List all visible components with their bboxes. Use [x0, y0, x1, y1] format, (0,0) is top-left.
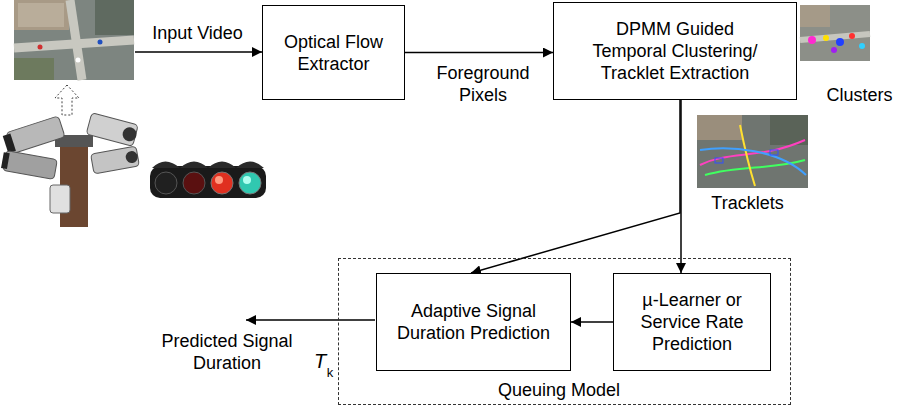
edge-label: Foreground Pixels: [416, 62, 550, 106]
node-text: Queuing Model: [339, 379, 779, 401]
traffic-light: [150, 162, 266, 199]
process-box: DPMM Guided Temporal Clustering/ Trackle…: [553, 2, 797, 100]
output-label: Predicted Signal Duration: [143, 330, 311, 374]
group-region: Queuing Model Adaptive Signal Duration Pr…: [338, 258, 791, 405]
image-caption: Tracklets: [700, 192, 795, 214]
clusters-thumbnail: [800, 5, 870, 61]
output-arrow: [246, 319, 375, 321]
arrow-label: Input Video: [135, 22, 260, 44]
flow-arrow: [471, 100, 680, 273]
flow-arrow: [405, 52, 553, 54]
math-symbol: T: [312, 350, 328, 372]
upload-arrow: [55, 85, 79, 115]
node-text: µ-Learner or Service Rate Prediction: [618, 289, 766, 355]
process-box: Optical Flow Extractor: [262, 5, 405, 100]
process-box: µ-Learner or Service Rate Prediction: [613, 273, 771, 371]
input-arrow: [135, 51, 262, 53]
node-text: Optical Flow Extractor: [267, 31, 400, 75]
node-text: Adaptive Signal Duration Prediction: [384, 300, 564, 344]
tracklets-thumbnail: [697, 115, 808, 188]
camera-pole: [1, 113, 140, 227]
math-subscript: k: [324, 362, 336, 384]
flow-arrow: [571, 321, 613, 323]
image-caption: Clusters: [812, 84, 907, 106]
node-text: DPMM Guided Temporal Clustering/ Trackle…: [584, 18, 766, 84]
process-box: Adaptive Signal Duration Prediction: [376, 273, 571, 371]
video-thumbnail: [14, 0, 134, 80]
